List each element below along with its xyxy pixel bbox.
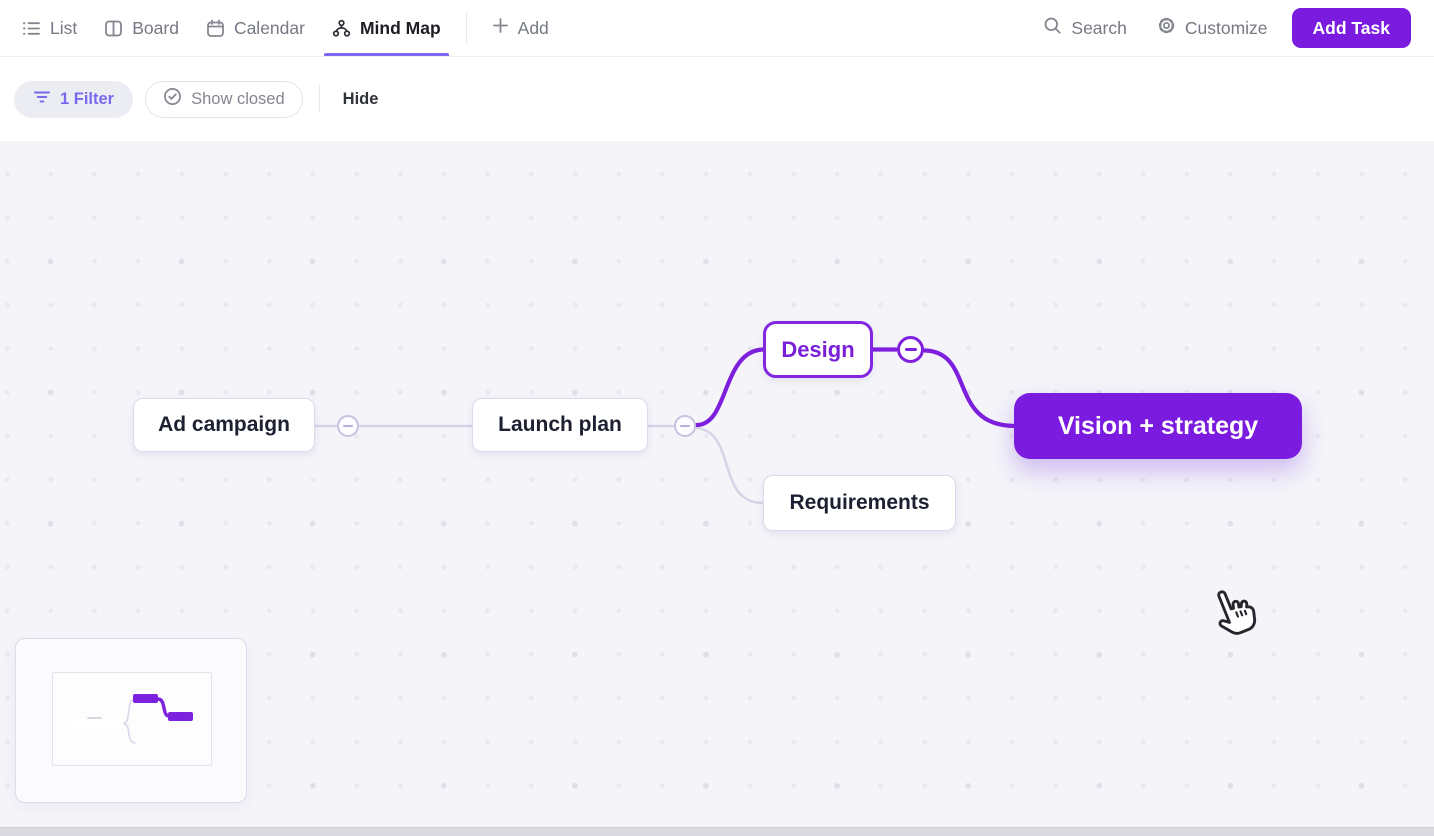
mindmap-node-vision-strategy[interactable]: Vision + strategy bbox=[1014, 393, 1302, 459]
minus-icon bbox=[680, 424, 690, 428]
show-closed-pill[interactable]: Show closed bbox=[145, 80, 303, 118]
tab-label: Mind Map bbox=[359, 17, 441, 38]
mindmap-node-design[interactable]: Design bbox=[763, 321, 873, 378]
add-task-button[interactable]: Add Task bbox=[1291, 8, 1411, 48]
tabs-divider bbox=[465, 12, 467, 44]
tab-list[interactable]: List bbox=[22, 0, 77, 56]
horizontal-scrollbar[interactable] bbox=[0, 827, 1434, 836]
collapse-toggle-launch-plan[interactable] bbox=[674, 415, 696, 437]
filter-bar-divider bbox=[318, 85, 320, 113]
mindmap-edges-layer bbox=[313, 347, 1018, 505]
check-circle-icon bbox=[163, 87, 182, 111]
gear-icon bbox=[1157, 16, 1176, 40]
list-icon bbox=[22, 19, 41, 38]
mindmap-icon bbox=[332, 19, 351, 38]
filter-icon bbox=[33, 90, 51, 109]
customize-button[interactable]: Customize bbox=[1157, 16, 1268, 40]
mindmap-canvas[interactable]: Ad campaign Launch plan Design Requireme… bbox=[0, 141, 1434, 827]
hide-button[interactable]: Hide bbox=[342, 89, 379, 108]
board-icon bbox=[104, 19, 123, 38]
collapse-toggle-ad-campaign[interactable] bbox=[337, 415, 359, 437]
tab-label: Calendar bbox=[233, 17, 305, 38]
filter-pill-label: 1 Filter bbox=[60, 89, 115, 108]
mindmap-node-ad-campaign[interactable]: Ad campaign bbox=[133, 398, 315, 452]
tab-calendar[interactable]: Calendar bbox=[206, 0, 305, 56]
filter-pill[interactable]: 1 Filter bbox=[14, 80, 134, 118]
tab-label: List bbox=[50, 17, 78, 38]
minimap[interactable] bbox=[15, 638, 247, 803]
collapse-toggle-design[interactable] bbox=[897, 336, 924, 363]
customize-label: Customize bbox=[1184, 17, 1268, 38]
plus-icon bbox=[492, 17, 509, 39]
tab-label: Board bbox=[132, 17, 179, 38]
mindmap-node-launch-plan[interactable]: Launch plan bbox=[472, 398, 648, 452]
view-tabs-bar: List Board Calendar bbox=[0, 0, 1434, 57]
add-view-button[interactable]: Add bbox=[492, 17, 549, 39]
filter-bar: 1 Filter Show closed Hide bbox=[0, 57, 1434, 141]
search-label: Search bbox=[1071, 17, 1127, 38]
search-icon bbox=[1043, 16, 1062, 40]
mindmap-node-requirements[interactable]: Requirements bbox=[763, 475, 956, 531]
add-view-label: Add bbox=[517, 17, 549, 38]
show-closed-label: Show closed bbox=[191, 89, 285, 108]
view-tabs: List Board Calendar bbox=[22, 0, 449, 56]
search-button[interactable]: Search bbox=[1043, 16, 1127, 40]
tab-board[interactable]: Board bbox=[104, 0, 179, 56]
minus-icon bbox=[343, 424, 353, 428]
tab-mind-map[interactable]: Mind Map bbox=[323, 0, 449, 56]
topbar-actions: Search Customize Add Task bbox=[1043, 8, 1411, 48]
calendar-icon bbox=[206, 19, 225, 38]
minimap-content bbox=[71, 694, 193, 749]
minus-icon bbox=[904, 348, 917, 351]
